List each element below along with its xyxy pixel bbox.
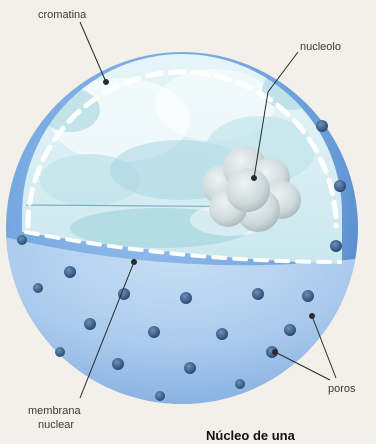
membrane-label-line2: nuclear (38, 419, 74, 431)
pores-label: poros (328, 383, 356, 395)
chromatin-label: cromatina (38, 9, 87, 21)
figure-caption: Núcleo de una (206, 428, 296, 443)
membrane-label-line1: membrana (28, 405, 81, 417)
chromatin-leader (80, 22, 106, 82)
nucleoplasm-section (22, 54, 342, 264)
nucleolus-label: nucleolo (300, 41, 341, 53)
